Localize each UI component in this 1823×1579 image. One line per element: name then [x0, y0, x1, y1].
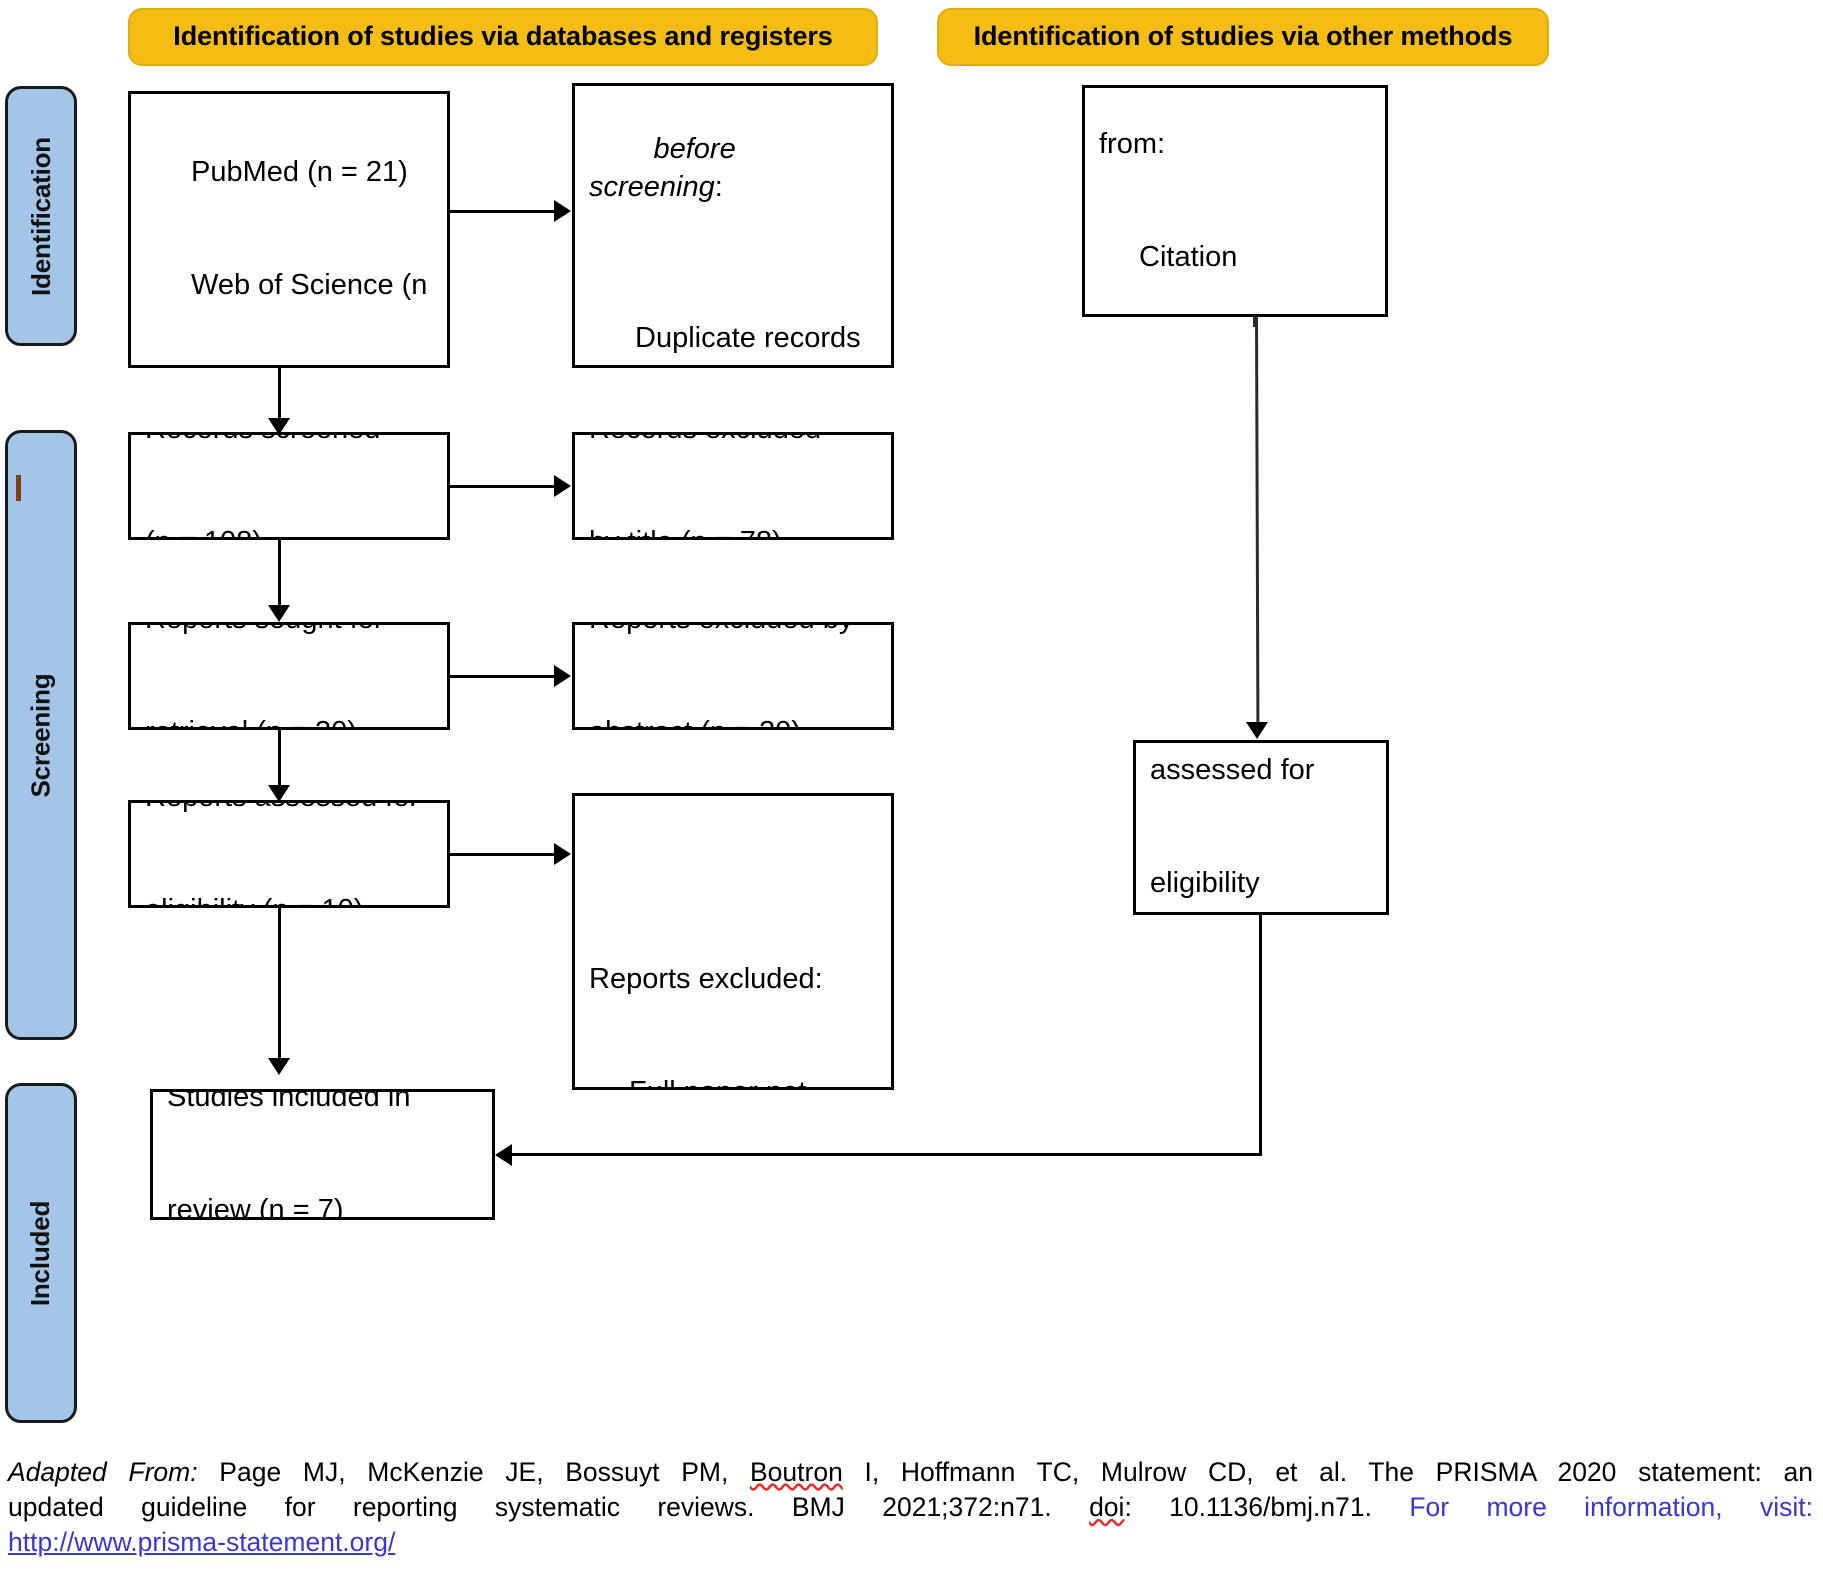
connector-other-assessed-to-included — [512, 1153, 1262, 1156]
banner-other-methods: Identification of studies via other meth… — [937, 8, 1549, 66]
footer-more-info-text: For more information, visit: — [1409, 1492, 1813, 1523]
connector-sought-to-excluded-abstract — [450, 675, 554, 678]
records-identified-other-line3: Citation — [1139, 240, 1238, 273]
box-records-removed: Records removed before screening: Duplic… — [572, 83, 894, 368]
reports-assessed-line1: Reports assessed for — [145, 803, 433, 816]
banner-databases-label: Identification of studies via databases … — [173, 21, 833, 52]
connector-screened-to-excluded-title — [450, 485, 554, 488]
reports-excluded-abstract-line1: Reports excluded by — [589, 625, 877, 638]
connector-assessed-to-excluded-detail — [450, 853, 554, 856]
prisma-statement-link[interactable]: http://www.prisma-statement.org/ — [8, 1527, 396, 1558]
studies-included-line2: review (n = 7) — [167, 1194, 344, 1220]
footer-line-2: updated guideline for reporting systemat… — [8, 1490, 1813, 1525]
arrowhead-screened-to-excluded-title — [554, 475, 571, 497]
reports-assessed-other-line2: assessed for — [1150, 754, 1315, 787]
records-excluded-title-line1: Records excluded — [589, 435, 877, 448]
records-identified-pubmed: PubMed (n = 21) — [191, 156, 408, 189]
arrowhead-other-identified-to-assessed — [1246, 722, 1268, 739]
phase-bar-included: Included — [5, 1083, 77, 1423]
box-records-excluded-title: Records excluded by title (n = 78) — [572, 432, 894, 540]
reports-sought-line1: Reports sought for — [145, 625, 433, 638]
arrowhead-assessed-to-included — [268, 1058, 290, 1075]
phase-label-identification: Identification — [25, 136, 56, 296]
records-removed-line3: Duplicate records — [635, 321, 861, 354]
text-cursor-mark — [16, 475, 21, 501]
footer-adapted-label: Adapted From: — [8, 1457, 198, 1487]
reports-excluded-abstract-line2: abstract (n = 20) — [589, 714, 877, 727]
studies-included-line1: Studies included in — [167, 1089, 411, 1114]
footer-misspelled-doi: doi — [1089, 1492, 1125, 1523]
footer-citation-part1: Page MJ, McKenzie JE, Bossuyt PM, — [197, 1457, 750, 1487]
records-removed-italic: before screening — [589, 133, 744, 203]
connector-assessed-to-included — [278, 908, 281, 1063]
box-reports-sought: Reports sought for retrieval (n = 30) — [128, 622, 450, 730]
records-screened-line2: (n = 108) — [145, 524, 433, 537]
records-identified-other-line2: from: — [1099, 127, 1166, 160]
arrowhead-assessed-to-excluded-detail — [554, 843, 571, 865]
connector-sought-to-assessed — [278, 730, 281, 790]
arrowhead-identified-to-removed — [554, 200, 571, 222]
connector-identified-to-removed — [450, 210, 554, 213]
reports-excluded-detail-line2: Full paper not — [589, 1074, 877, 1087]
arrowhead-sought-to-excluded-abstract — [554, 665, 571, 687]
footer-line2-b: : 10.1136/bmj.n71. — [1124, 1492, 1410, 1523]
records-removed-colon: : — [714, 170, 723, 203]
connector-screened-to-sought — [278, 540, 281, 610]
banner-databases-registers: Identification of studies via databases … — [128, 8, 878, 66]
connector-other-identified-to-assessed — [1253, 317, 1256, 327]
phase-label-included: Included — [25, 1200, 56, 1306]
reports-excluded-detail-line1: Reports excluded: — [589, 962, 823, 995]
box-records-identified-other: Records identified from: Citation search… — [1082, 85, 1388, 317]
records-excluded-title-line2: by title (n = 78) — [589, 524, 877, 537]
banner-other-methods-label: Identification of studies via other meth… — [973, 21, 1513, 52]
arrowhead-sought-to-assessed — [268, 785, 290, 802]
box-records-screened: Records screened (n = 108) — [128, 432, 450, 540]
footer-line2-a: updated guideline for reporting systemat… — [8, 1492, 1090, 1523]
phase-bar-screening: Screening — [5, 430, 77, 1040]
phase-bar-identification: Identification — [5, 86, 77, 346]
arrowhead-identified-to-screened — [268, 418, 290, 435]
records-identified-wos: Web of Science (n — [191, 269, 428, 302]
box-records-identified: Records identified from: PubMed (n = 21)… — [128, 91, 450, 368]
reports-sought-line2: retrieval (n = 30) — [145, 714, 433, 727]
connector-identified-to-screened — [278, 368, 281, 420]
arrowhead-other-assessed-to-included — [495, 1144, 512, 1166]
reports-assessed-line2: eligibility (n = 10) — [145, 892, 433, 905]
connector-other-identified-to-assessed-body — [1255, 316, 1260, 728]
records-removed-line2: before screening: — [589, 94, 877, 245]
arrowhead-screened-to-sought — [268, 605, 290, 622]
box-reports-excluded-detail: Reports excluded: Full paper not found (… — [572, 793, 894, 1090]
footer-citation: Adapted From: Page MJ, McKenzie JE, Boss… — [8, 1455, 1813, 1561]
box-reports-assessed-other: Reports assessed for eligibility (n = 1) — [1133, 740, 1389, 915]
box-studies-included: Studies included in review (n = 7) — [150, 1089, 495, 1220]
footer-line-1: Adapted From: Page MJ, McKenzie JE, Boss… — [8, 1455, 1813, 1490]
reports-assessed-other-line3: eligibility — [1150, 867, 1260, 900]
box-reports-assessed: Reports assessed for eligibility (n = 10… — [128, 800, 450, 908]
connector-other-assessed-down — [1259, 915, 1262, 1155]
footer-line-3: http://www.prisma-statement.org/ — [8, 1525, 1813, 1560]
footer-misspelled-boutron: Boutron — [750, 1457, 843, 1487]
footer-citation-part2: I, Hoffmann TC, Mulrow CD, et al. The PR… — [842, 1457, 1814, 1487]
phase-label-screening: Screening — [25, 673, 56, 797]
box-reports-excluded-abstract: Reports excluded by abstract (n = 20) — [572, 622, 894, 730]
records-screened-line1: Records screened — [145, 435, 433, 448]
